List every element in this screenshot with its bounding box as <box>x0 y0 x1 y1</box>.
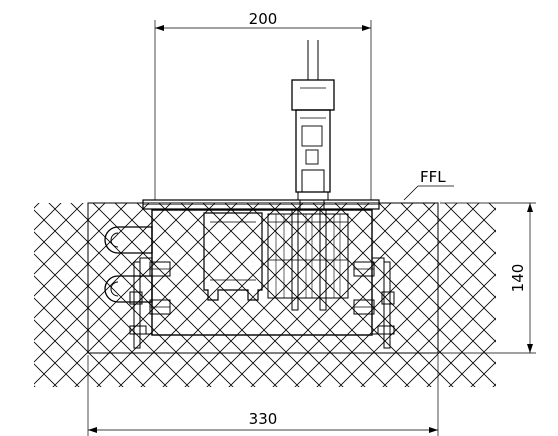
dimension-top: 200 <box>154 10 372 200</box>
dimension-height-label: 140 <box>509 264 527 293</box>
column-profile <box>291 40 335 211</box>
dimension-height: 140 <box>440 202 536 354</box>
dimension-top-label: 200 <box>249 10 278 28</box>
ground-section <box>34 203 496 387</box>
dimension-bottom: 330 <box>87 355 439 436</box>
anchor-bolts-left <box>129 261 171 349</box>
terminal-block <box>267 209 349 311</box>
dimension-bottom-label: 330 <box>249 410 278 428</box>
concrete-pocket <box>87 202 439 354</box>
ffl-marker: FFL <box>403 168 454 201</box>
ffl-label: FFL <box>420 168 446 186</box>
socket-insert <box>203 212 263 301</box>
anchor-bolts-right <box>353 261 395 349</box>
cable-conduit-left <box>104 226 153 303</box>
